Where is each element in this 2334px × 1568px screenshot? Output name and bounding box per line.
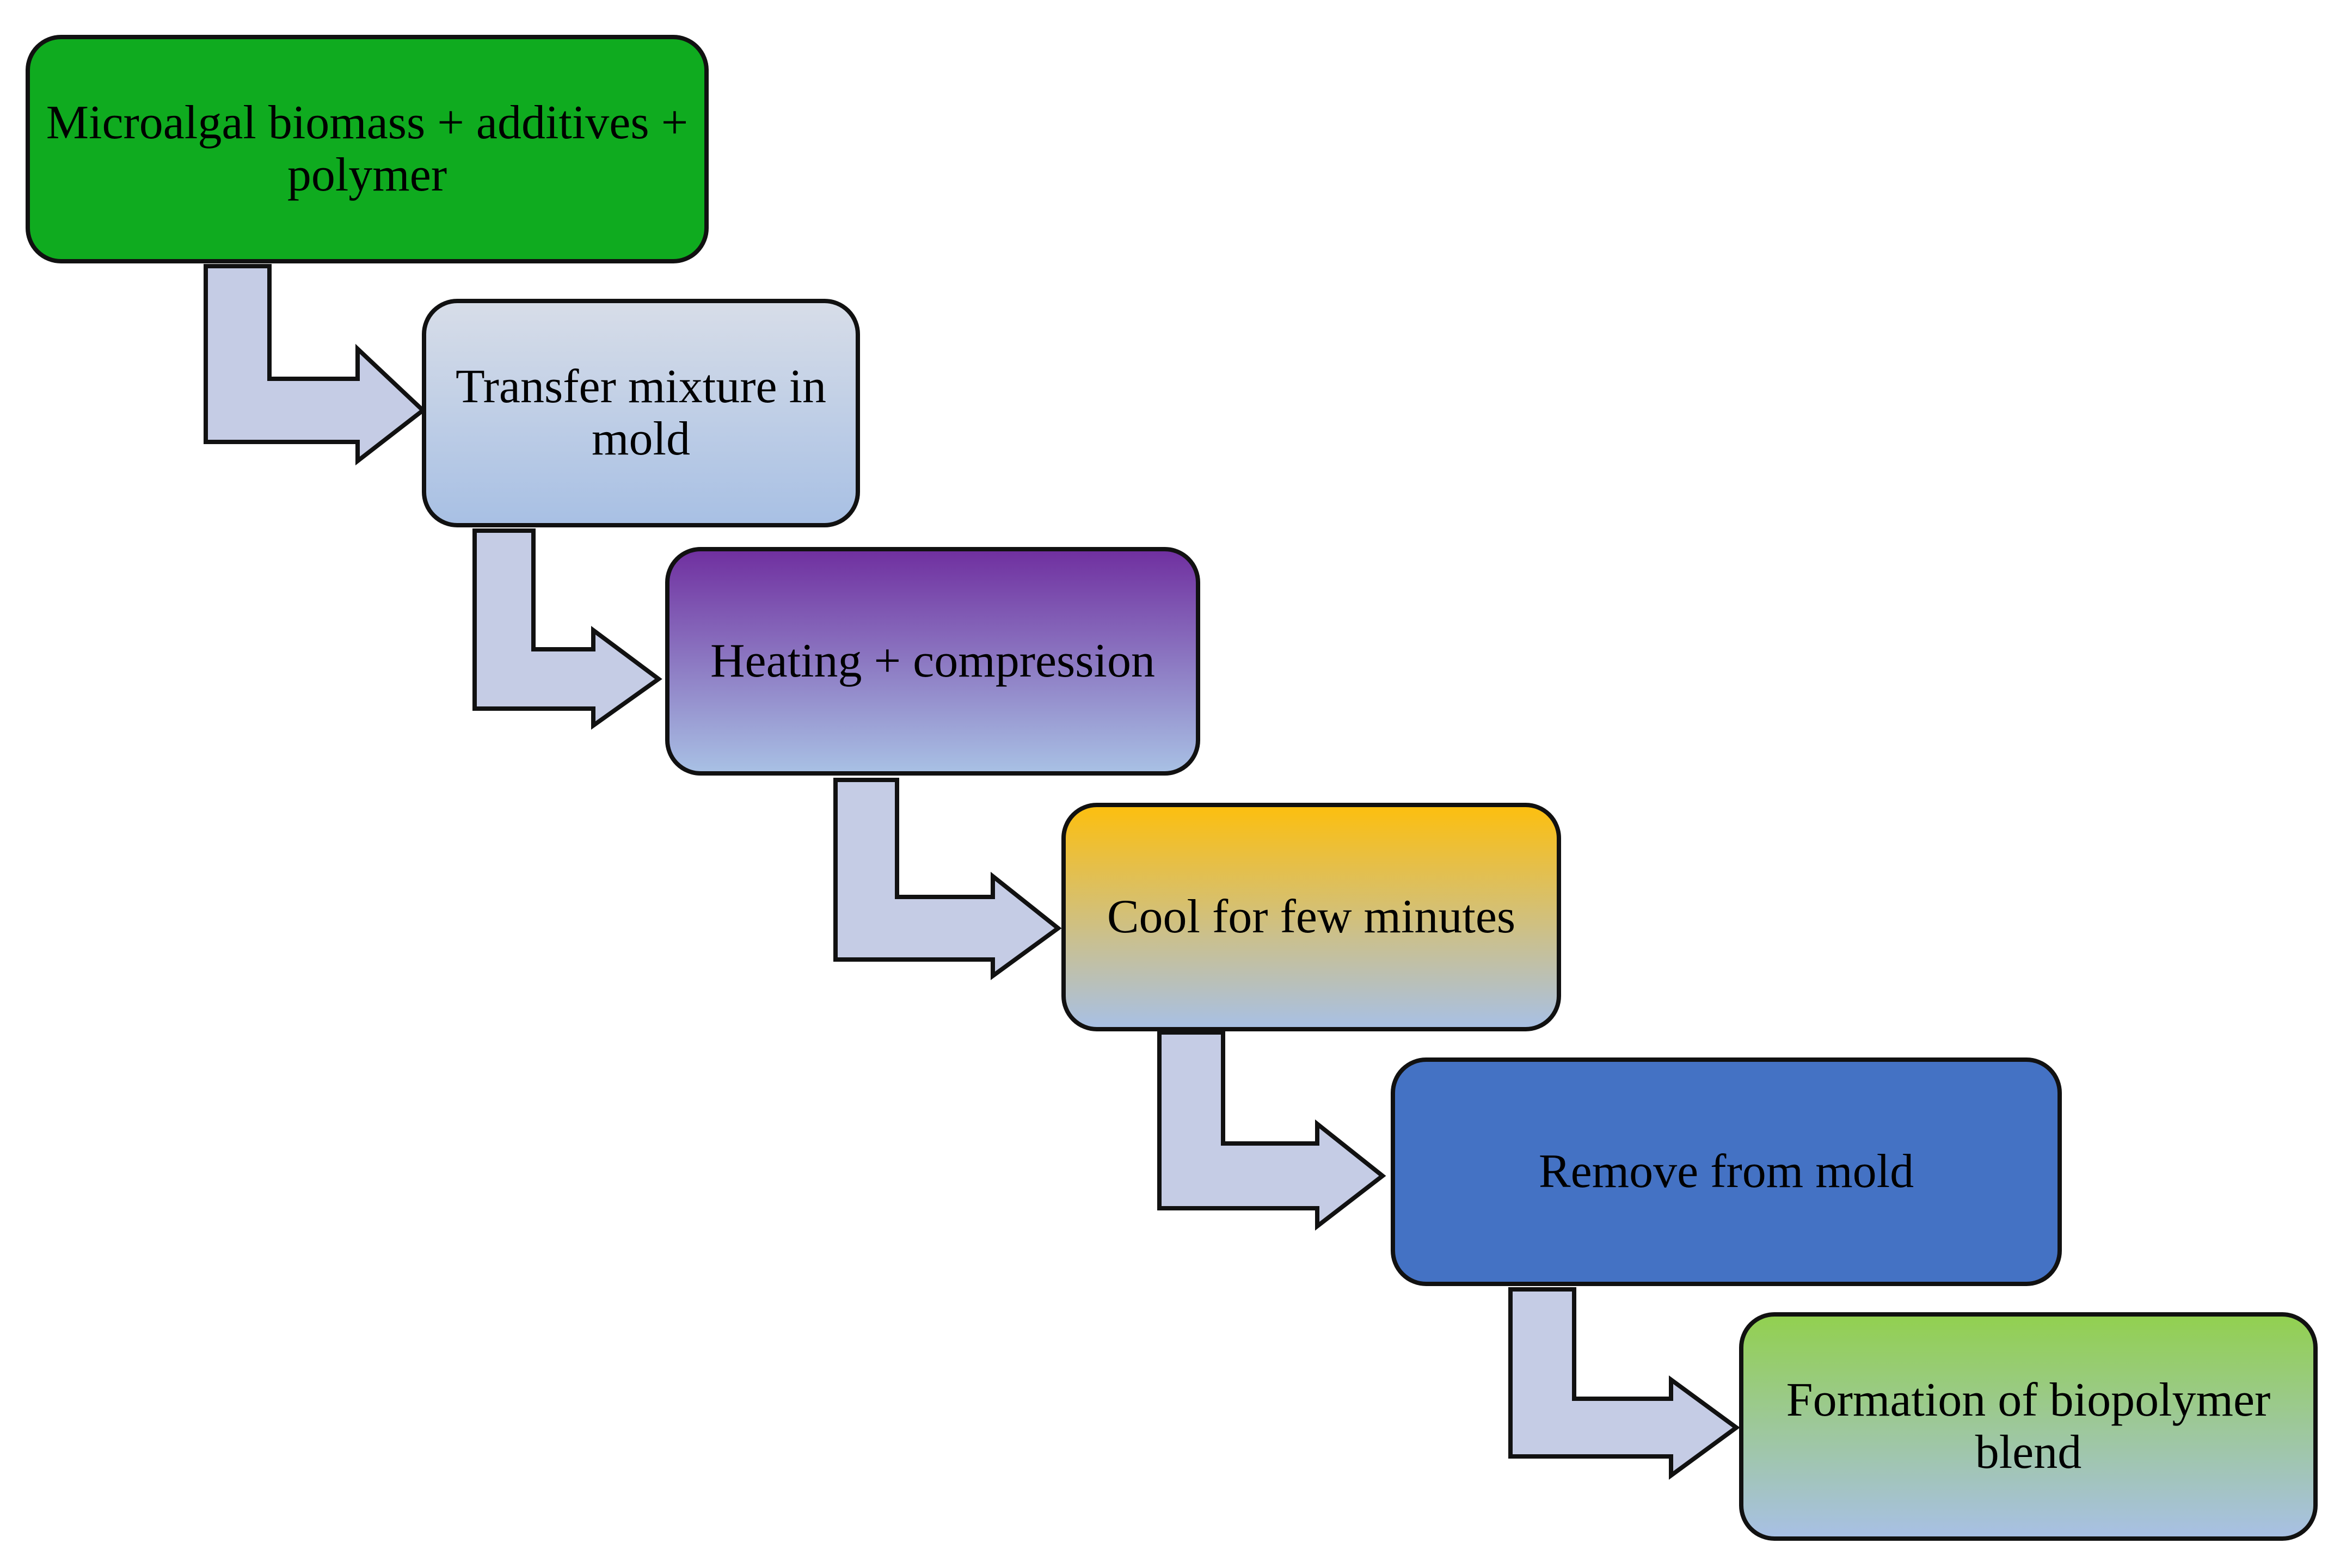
step-box-5: Remove from mold xyxy=(1391,1057,2062,1286)
step-label-1: Microalgal biomass + additives + polymer xyxy=(46,96,689,201)
step-label-5: Remove from mold xyxy=(1538,1145,1914,1198)
flow-arrow-2 xyxy=(472,528,662,730)
step-label-6: Formation of biopolymer blend xyxy=(1786,1374,2271,1479)
step-label-3: Heating + compression xyxy=(710,635,1155,687)
step-box-2: Transfer mixture in mold xyxy=(422,299,860,527)
flow-arrows xyxy=(204,264,1740,1480)
step-label-2: Transfer mixture in mold xyxy=(455,360,827,465)
flow-arrow-3 xyxy=(833,778,1062,980)
step-box-3: Heating + compression xyxy=(665,547,1200,776)
flow-arrow-1 xyxy=(204,264,427,466)
step-box-1: Microalgal biomass + additives + polymer xyxy=(26,35,709,263)
step-box-6: Formation of biopolymer blend xyxy=(1739,1312,2318,1541)
step-label-4: Cool for few minutes xyxy=(1107,890,1516,943)
flow-arrow-5 xyxy=(1508,1287,1740,1480)
flow-arrow-4 xyxy=(1157,1030,1386,1231)
step-box-4: Cool for few minutes xyxy=(1061,803,1561,1031)
